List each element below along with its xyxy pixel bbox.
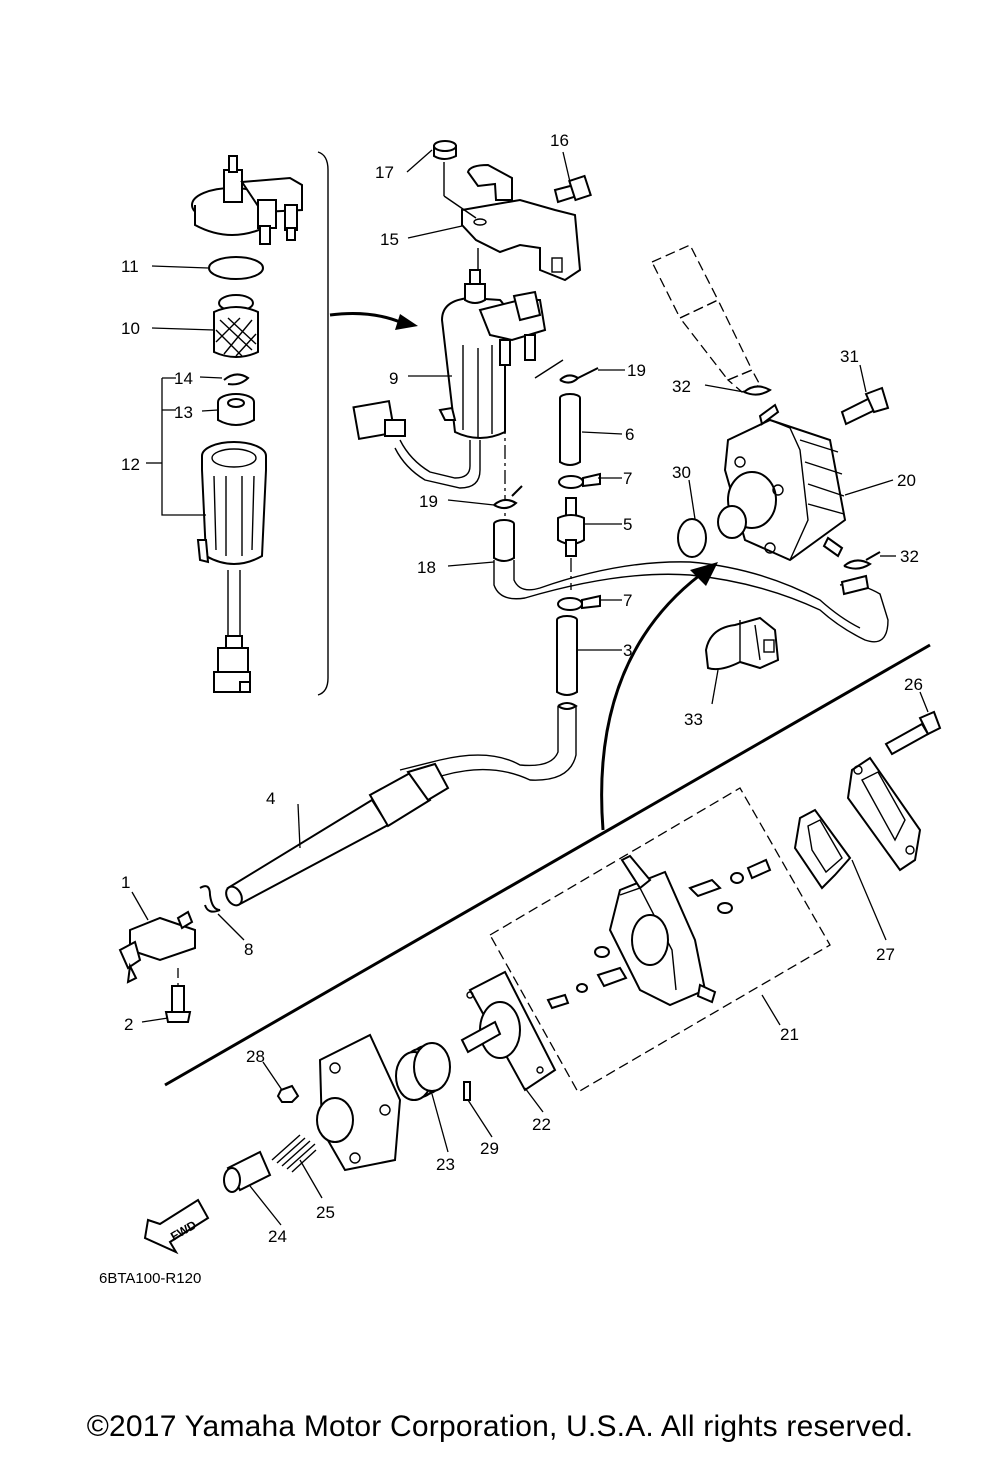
pump-body-part [608,854,717,1007]
cover-plate-part [846,756,922,872]
fuel-pump-part-20 [717,403,847,562]
nut-part-28 [276,1084,300,1103]
callout-8: 8 [244,940,253,959]
filter-assembly-part-9 [352,269,547,489]
screw-part-2 [164,985,192,1023]
callout-7-upper: 7 [623,469,632,488]
callout-19-lower: 19 [419,492,438,511]
section-divider-line [164,643,931,1087]
callout-5: 5 [623,515,632,534]
callout-24: 24 [268,1227,287,1246]
pump-housing-part [316,1033,402,1172]
callout-31: 31 [840,347,859,366]
callout-1: 1 [121,873,130,892]
bolt-part-31 [840,386,890,426]
collar-part-17 [433,140,457,160]
callout-12: 12 [121,455,140,474]
callout-29: 29 [480,1139,499,1158]
joint-part-5 [557,497,585,557]
strainer-part-10 [213,294,259,358]
callout-19-upper: 19 [627,361,646,380]
spring-part-23 [395,1042,451,1101]
hose-part-3 [556,615,578,696]
callout-32-lower: 32 [900,547,919,566]
clip-part-32-lower [843,551,881,570]
clip-part-19-lower [493,485,523,509]
callout-13: 13 [174,403,193,422]
callout-20: 20 [897,471,916,490]
hose-part-18 [493,519,889,643]
callout-15: 15 [380,230,399,249]
callout-32-upper: 32 [672,377,691,396]
clamp-part-7-upper [558,472,601,489]
filter-cup-part-12 [196,441,267,693]
callout-22: 22 [532,1115,551,1134]
hose-part-6 [559,393,581,466]
inset-bracket [317,151,329,696]
clip-part-8 [199,885,221,913]
callout-33: 33 [684,710,703,729]
callout-9: 9 [389,369,398,388]
copyright-notice: ©2017 Yamaha Motor Corporation, U.S.A. A… [86,1410,914,1443]
callout-2: 2 [124,1015,133,1034]
callout-28: 28 [246,1047,265,1066]
o-ring-part-11 [208,256,264,280]
bracket-part-15 [461,163,582,282]
fitting-part-1 [118,910,196,984]
callout-4: 4 [266,789,275,808]
nut-part-13 [217,393,255,426]
callout-30: 30 [672,463,691,482]
callout-18: 18 [417,558,436,577]
dashed-box-21 [489,787,831,1093]
circlip-part-14 [223,373,250,386]
clamp-part-7-lower [557,594,601,611]
clamp-part-33 [704,616,780,671]
bolt-part-16 [553,174,592,204]
callout-21: 21 [780,1025,799,1044]
filter-head-part [191,155,303,245]
fwd-arrow-icon: FWD [143,1198,210,1255]
gasket-part-27 [793,808,852,890]
callout-17: 17 [375,163,394,182]
callout-7-lower: 7 [623,591,632,610]
callout-26: 26 [904,675,923,694]
callout-10: 10 [121,319,140,338]
plunger-outline [651,244,761,393]
pin-part-29 [463,1081,471,1101]
callout-6: 6 [625,425,634,444]
bolt-part-26 [884,710,942,756]
clip-part-32-upper [743,385,772,396]
spring-part-25 [271,1134,317,1173]
callout-25: 25 [316,1203,335,1222]
o-ring-part-30 [677,518,707,558]
callout-27: 27 [876,945,895,964]
callout-11: 11 [121,257,139,276]
hose-part-4 [225,762,450,907]
clip-part-19-upper [559,367,599,384]
diaphragm-part-22 [460,970,557,1092]
callout-16: 16 [550,131,569,150]
plunger-part-24 [223,1150,272,1193]
part-code: 6BTA100-R120 [99,1270,201,1287]
callout-14: 14 [174,369,193,388]
callout-23: 23 [436,1155,455,1174]
callout-3: 3 [623,641,632,660]
